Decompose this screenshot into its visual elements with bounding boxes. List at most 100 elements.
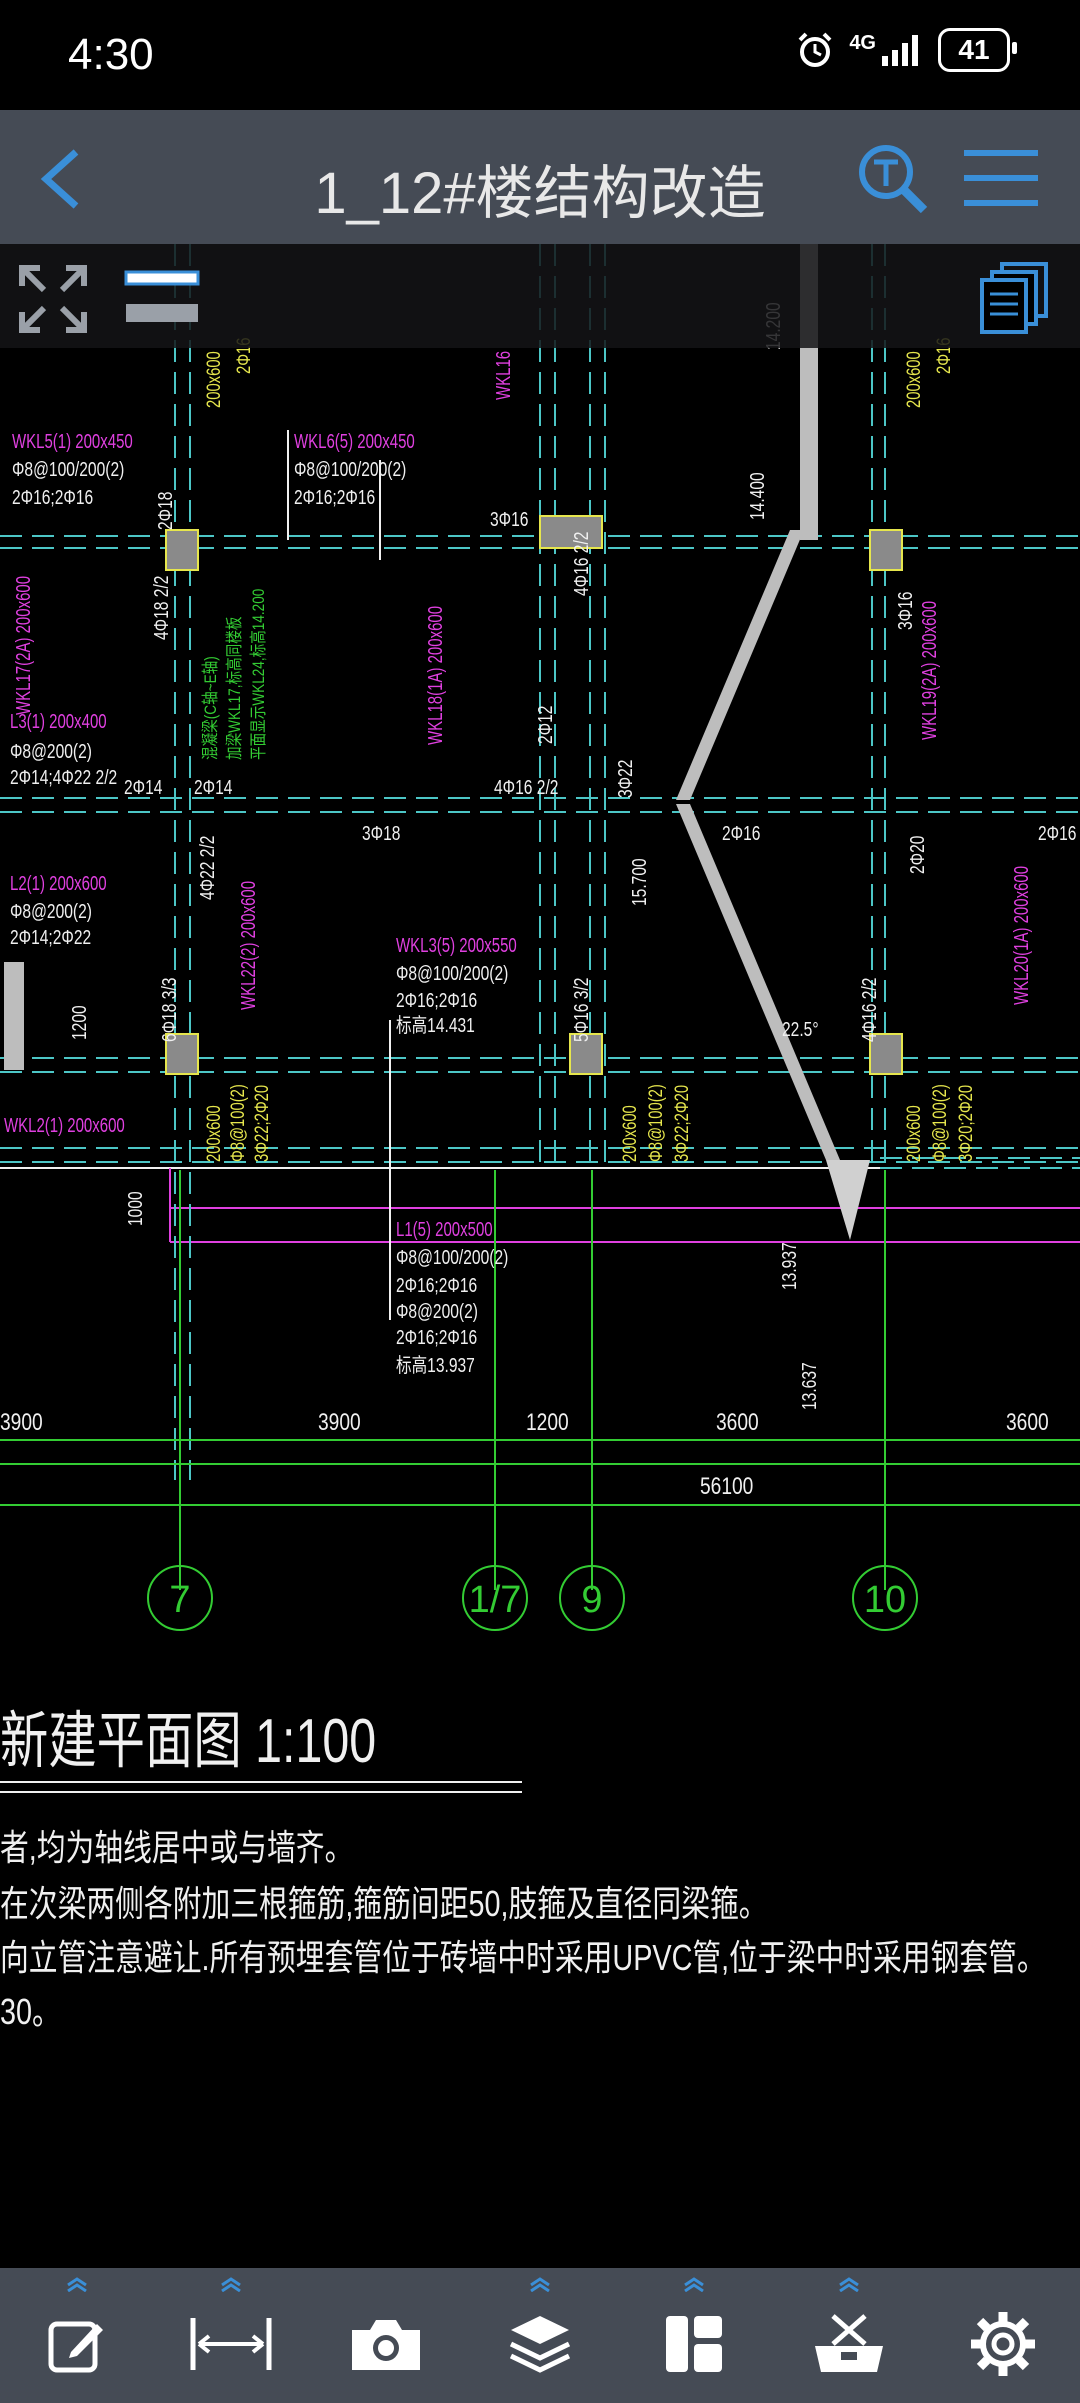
page-title: 1_12#楼结构改造 [314, 161, 766, 226]
layouts-button[interactable] [980, 262, 1050, 339]
plan-note: 30。 [0, 1991, 61, 2032]
edit-note-icon [48, 2321, 104, 2372]
section-label: 3Φ22;2Φ20 [251, 1085, 272, 1162]
view-toolbar [0, 244, 1080, 348]
rebar-label: Φ8@100/200(2) [12, 458, 124, 480]
column-section [165, 1033, 199, 1075]
section-label: 200x600 [619, 1105, 640, 1162]
section-label: Φ8@100(2) [929, 1084, 950, 1162]
axis-label: 1/7 [469, 1579, 522, 1621]
rebar-label: 2Φ16;2Φ16 [396, 989, 477, 1011]
text-search-icon [859, 145, 928, 214]
title-bar: 1_12#楼结构改造 [0, 110, 1080, 244]
dimension-label: 56100 [700, 1472, 753, 1500]
axis-bubble [147, 1565, 213, 1631]
rebar-label: 2Φ16;2Φ16 [294, 486, 375, 508]
measure-button[interactable] [171, 2268, 291, 2403]
beam-label: WKL22(2) 200x600 [237, 881, 260, 1010]
wall-section [4, 962, 24, 1070]
layers-button[interactable] [480, 2268, 600, 2403]
axis-label: 10 [864, 1579, 906, 1621]
axis-bubble [559, 1565, 625, 1631]
rebar-label: 4Φ22 2/2 [196, 836, 218, 900]
rebar-label: 1200 [68, 1005, 90, 1040]
back-button[interactable] [36, 146, 86, 217]
axis-bubble [462, 1565, 528, 1631]
rebar-label: 1000 [124, 1191, 146, 1226]
expand-icon [19, 265, 87, 333]
fullscreen-button[interactable] [18, 264, 88, 339]
rebar-label: Φ8@200(2) [10, 900, 92, 922]
text-search-button[interactable] [854, 140, 930, 221]
beam-label: WKL17(2A) 200x600 [12, 576, 35, 715]
rebar-label: 3Φ22 [614, 760, 636, 798]
rebar-label: Φ8@200(2) [10, 740, 92, 762]
rebar-label: 4Φ16 2/2 [858, 978, 880, 1042]
rebar-label: 2Φ16 [1038, 822, 1076, 844]
menu-icon [964, 150, 1038, 206]
beam-label: WKL2(1) 200x600 [4, 1114, 125, 1137]
wall-section [676, 530, 804, 800]
plan-note: 向立管注意避让.所有预埋套管位于砖墙中时采用UPVC管,位于梁中时采用钢套管。 [0, 1937, 1046, 1978]
dimension-label: 3900 [0, 1408, 43, 1436]
line-weight-icon [124, 270, 200, 322]
network-type: 4G [849, 31, 876, 54]
beam-label: WKL20(1A) 200x600 [1010, 866, 1033, 1005]
section-label: Φ8@100(2) [227, 1084, 248, 1162]
battery-level: 41 [958, 34, 990, 65]
rebar-label: 4Φ16 2/2 [570, 532, 592, 596]
camera-icon [351, 2319, 420, 2370]
dimension-label: 3600 [716, 1408, 759, 1436]
dimension-label: 3600 [1006, 1408, 1049, 1436]
rebar-label: 标高13.937 [396, 1354, 475, 1376]
column-section [539, 515, 603, 549]
chevron-up-icon [221, 2277, 242, 2292]
axis-label: 9 [581, 1579, 602, 1621]
wall-section [826, 1160, 870, 1240]
section-label: 200x600 [203, 351, 224, 408]
rebar-label: 2Φ16 [722, 822, 760, 844]
settings-button[interactable] [943, 2268, 1063, 2403]
beam-label: L3(1) 200x400 [10, 710, 107, 733]
rebar-label: 14.400 [746, 472, 768, 520]
rebar-label: 3Φ16 [490, 508, 528, 530]
toolbox-icon [814, 2313, 883, 2372]
beam-label: WKL3(5) 200x550 [396, 934, 517, 957]
camera-button[interactable] [326, 2268, 446, 2403]
layers-icon [509, 2315, 571, 2373]
beam-label: WKL19(2A) 200x600 [918, 601, 941, 740]
rebar-label: 2Φ14 [124, 776, 162, 798]
dimension-label: 3900 [318, 1408, 361, 1436]
dashboard-icon [666, 2315, 723, 2372]
layout-button[interactable] [634, 2268, 754, 2403]
rebar-label: 2Φ18 [154, 492, 176, 530]
beam-label: WKL6(5) 200x450 [294, 430, 415, 453]
documents-icon [980, 262, 1048, 334]
tools-button[interactable] [789, 2268, 909, 2403]
rebar-label: 2Φ14 [194, 776, 232, 798]
note-label: 平面显示WKL24,标高14.200 [249, 589, 269, 760]
wall-section [676, 804, 840, 1160]
rebar-label: 标高14.431 [396, 1014, 475, 1036]
rebar-label: 2Φ14;4Φ22 2/2 [10, 766, 117, 788]
column-section [165, 529, 199, 571]
menu-button[interactable] [964, 146, 1038, 215]
rebar-label: 4Φ18 2/2 [150, 576, 172, 640]
chevron-up-icon [530, 2277, 550, 2292]
rebar-label: 2Φ20 [906, 836, 928, 874]
rebar-label: 2Φ16;2Φ16 [396, 1326, 477, 1348]
signal-icon [882, 35, 918, 66]
status-time: 4:30 [68, 30, 154, 79]
line-style-toggle[interactable] [124, 270, 200, 331]
plan-note: 在次梁两侧各附加三根箍筋,箍筋间距50,肢箍及直径同梁箍。 [0, 1883, 768, 1924]
beam-label: L2(1) 200x600 [10, 872, 107, 895]
rebar-label: 2Φ16;2Φ16 [396, 1274, 477, 1296]
column-section [569, 1033, 603, 1075]
plan-title: 新建平面图 1:100 [0, 1706, 376, 1775]
axis-bubble [852, 1565, 918, 1631]
rebar-label: 22.5° [782, 1018, 819, 1040]
status-icons: 4G 41 [795, 28, 1017, 72]
annotate-button[interactable] [17, 2268, 137, 2403]
